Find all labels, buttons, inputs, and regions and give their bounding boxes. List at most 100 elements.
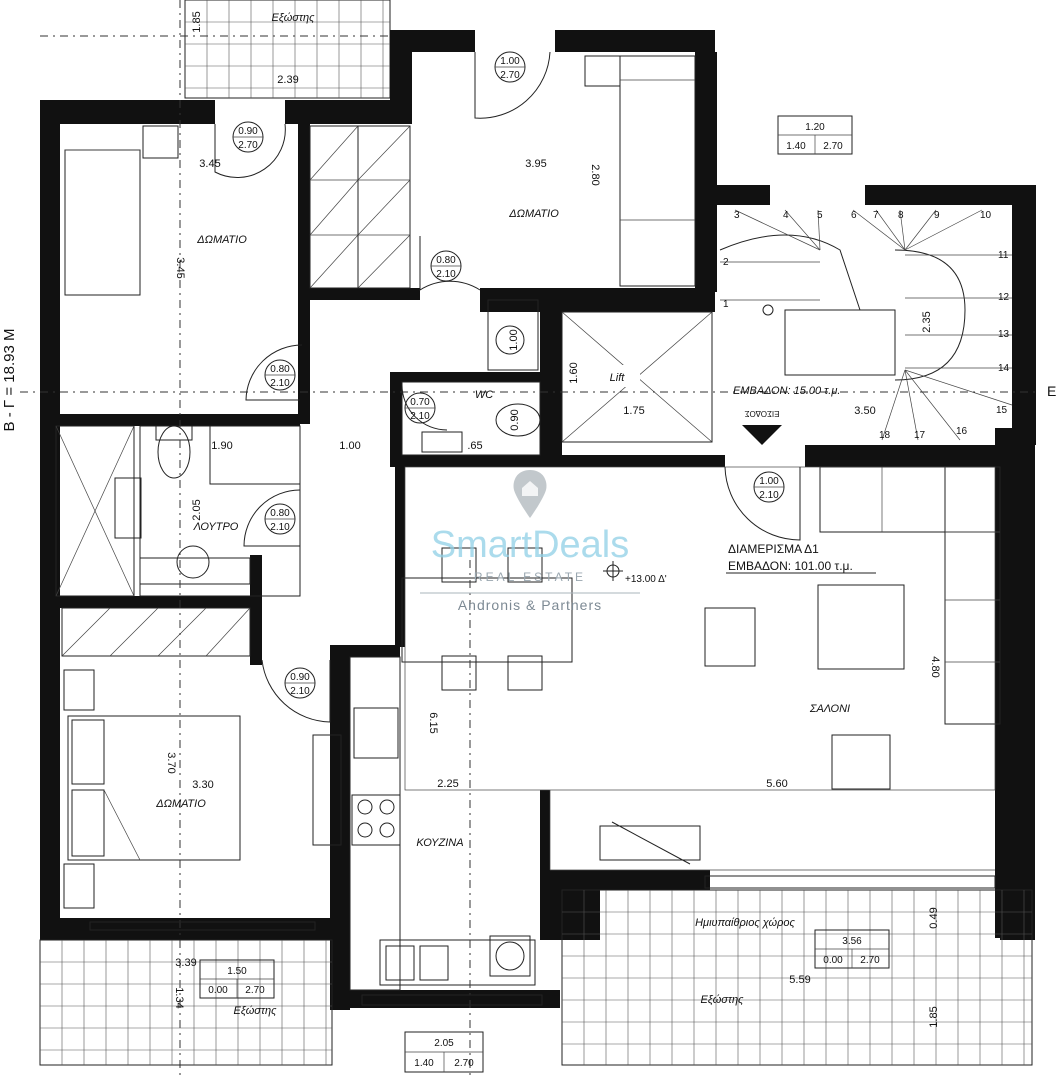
step-number: 16 [956, 426, 968, 437]
door-tag-height: 2.10 [759, 490, 779, 501]
dim-label: 2.25 [437, 778, 458, 790]
step-number: 11 [998, 250, 1009, 261]
side-dimension-label: Β - Γ = 18.93 Μ [1, 329, 18, 432]
window-tag: 3.56 0.00 2.70 [814, 929, 890, 969]
door-tag-width: 0.90 [290, 672, 310, 683]
step-number: 5 [817, 210, 823, 221]
door-tag-height: 2.10 [270, 378, 290, 389]
dim-label: 3.95 [525, 158, 546, 170]
dim-label: 1.75 [623, 405, 644, 417]
step-number: 1 [723, 299, 729, 310]
door-tag-width: 1.00 [759, 476, 779, 487]
top-balcony [184, 0, 391, 99]
step-number: 15 [996, 405, 1008, 416]
step-number: 12 [998, 292, 1010, 303]
step-number: 8 [898, 210, 904, 221]
dim-label: 3.50 [854, 405, 875, 417]
door-tag-width: 0.80 [270, 508, 290, 519]
apartment-name: ΔΙΑΜΕΡΙΣΜΑ Δ1 [728, 542, 819, 556]
dim-label: 3.39 [175, 957, 196, 969]
window-tag-sill: 0.00 [208, 985, 228, 996]
window-tag-width: 1.20 [805, 122, 825, 133]
walls [40, 30, 1036, 1010]
stair-area: ΕΜΒΑΔΟΝ: 15.00 τ.μ. [733, 385, 840, 397]
door-tag-height: 2.10 [410, 411, 430, 422]
dimension-labels: 1.85 2.39 3.45 3.45 3.95 2.80 1.90 2.05 … [165, 11, 941, 1027]
dim-label: .65 [467, 440, 482, 452]
step-number: 17 [914, 430, 926, 441]
step-number: 14 [998, 363, 1010, 374]
level-mark: +13.00 Δ' [625, 574, 667, 585]
window-tag-width: 1.50 [227, 966, 247, 977]
window-tag-sill: 1.40 [786, 141, 806, 152]
door-tag: 0.90 2.10 [284, 667, 316, 699]
window-tag-height: 2.70 [823, 141, 843, 152]
bottom-balconies [39, 875, 1033, 1066]
door-tag-height: 2.70 [500, 70, 520, 81]
window-tag-height: 2.70 [860, 955, 880, 966]
window-tag-height: 2.70 [245, 985, 265, 996]
room-label-bedroom-2: ΔΩΜΑΤΙΟ [508, 208, 559, 220]
dim-label: 2.35 [921, 311, 933, 332]
apartment-info: ΔΙΑΜΕΡΙΣΜΑ Δ1 ΕΜΒΑΔΟΝ: 101.00 τ.μ. +13.0… [603, 385, 876, 585]
dim-label: 1.00 [339, 440, 360, 452]
room-label-lift: Lift [610, 372, 626, 384]
dim-label: 3.45 [174, 257, 186, 278]
room-label-bedroom-3: ΔΩΜΑΤΙΟ [155, 798, 206, 810]
window-tag: 1.20 1.40 2.70 [777, 115, 853, 155]
door-tag-height: 2.10 [436, 269, 456, 280]
window-tag-width: 2.05 [434, 1038, 454, 1049]
door-tag-width: 0.70 [410, 397, 430, 408]
watermark-partners: Andronis & Partners [458, 597, 602, 613]
door-tag-height: 2.70 [238, 140, 258, 151]
dim-label: 3.30 [192, 779, 213, 791]
room-labels: ΔΩΜΑΤΙΟ ΔΩΜΑΤΙΟ ΔΩΜΑΤΙΟ ΛΟΥΤΡΟ WC Lift Σ… [155, 12, 850, 1017]
door-tag-width: 0.90 [238, 126, 258, 137]
door-tag: 1.00 2.70 [494, 51, 526, 83]
window-tag-width: 3.56 [842, 936, 862, 947]
door-tag-height: 2.10 [290, 686, 310, 697]
dim-label: 1.60 [568, 362, 580, 383]
room-label-living: ΣΑΛΟΝΙ [809, 703, 850, 715]
dim-label: 5.60 [766, 778, 787, 790]
edge-label: Ε [1047, 383, 1056, 399]
window-tag: 2.05 1.40 2.70 [404, 1031, 484, 1073]
door-tag: 0.90 2.70 [232, 121, 264, 153]
door-tag-width: 1.00 [500, 56, 520, 67]
room-label-kitchen: ΚΟΥΖΙΝΑ [416, 837, 463, 849]
dim-label: 1.34 [173, 987, 185, 1008]
step-number: 10 [980, 210, 992, 221]
dim-label: 3.45 [199, 158, 220, 170]
dim-label: 0.49 [928, 907, 940, 928]
stair-step-numbers: 1 2 3 4 5 6 7 8 9 10 11 12 13 14 15 16 1… [723, 210, 1010, 441]
door-tag: 0.80 2.10 [264, 359, 296, 391]
dim-label: 1.00 [508, 329, 520, 350]
door-tag-width: 0.80 [436, 255, 456, 266]
doors [214, 51, 801, 723]
dim-label: 0.90 [509, 409, 521, 430]
dim-label: 2.05 [191, 499, 203, 520]
dim-label: 5.59 [789, 974, 810, 986]
door-tag-width: 0.80 [270, 364, 290, 375]
interior-lines [20, 0, 1040, 1080]
dim-label: 6.15 [427, 712, 439, 733]
dim-label: 4.80 [929, 656, 941, 677]
opening-tags: 0.90 2.70 1.00 2.70 0.80 2.10 0.80 2.10 … [199, 51, 890, 1073]
watermark-sub: REAL ESTATE [474, 570, 586, 584]
room-label-bedroom-1: ΔΩΜΑΤΙΟ [196, 234, 247, 246]
window-tag-sill: 0.00 [823, 955, 843, 966]
window-tag-height: 2.70 [454, 1058, 474, 1069]
room-label-wc: WC [475, 389, 493, 401]
step-number: 13 [998, 329, 1010, 340]
step-number: 9 [934, 210, 940, 221]
step-number: 3 [734, 210, 740, 221]
window-tag: 1.50 0.00 2.70 [199, 959, 275, 999]
door-tag: 0.80 2.10 [264, 503, 296, 535]
dim-label: 2.39 [277, 74, 298, 86]
window-tag-sill: 1.40 [414, 1058, 434, 1069]
dim-label: 1.85 [928, 1006, 940, 1027]
watermark: SmartDeals REAL ESTATE Andronis & Partne… [420, 470, 640, 613]
room-label-bathroom: ΛΟΥΤΡΟ [193, 521, 239, 533]
watermark-brand: SmartDeals [431, 524, 630, 566]
